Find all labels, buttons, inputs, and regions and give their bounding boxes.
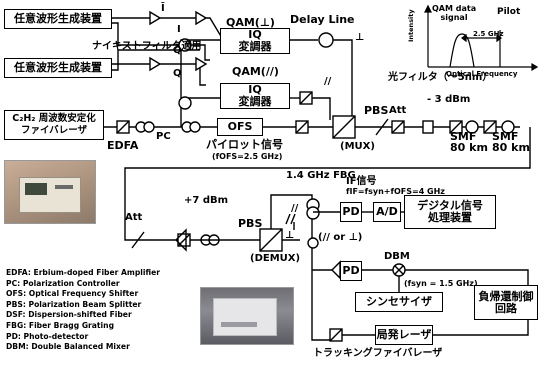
legend-item: DSF: Dispersion-shifted Fiber: [6, 310, 160, 321]
pd-box-2: PD: [340, 261, 362, 281]
abbreviation-legend: EDFA: Erbium-doped Fiber Amplifier PC: P…: [6, 268, 160, 353]
par-mark-top: //: [324, 76, 331, 87]
qbar-label: Q̄: [173, 45, 182, 56]
pbs-mux-label: PBS: [364, 105, 388, 116]
qam-perp-label: QAM(⊥): [226, 17, 275, 28]
fofs-label: (fOFS=2.5 GHz): [212, 152, 282, 161]
qam-par-label: QAM(//): [232, 66, 279, 77]
legend-item: DBM: Double Balanced Mixer: [6, 342, 160, 353]
smf-span-2: SMF 80 km: [492, 131, 530, 153]
feedback-control-box: 負帰還制御 回路: [474, 285, 538, 320]
att-label-bottom: Att: [125, 212, 142, 223]
tracking-laser-label: トラッキングファイバレーザ: [313, 348, 442, 359]
pol-choice-label: (// or ⊥): [318, 232, 362, 243]
synthesizer-box: シンセサイザ: [355, 292, 443, 312]
local-oscillator-laser-box: 局発レーザ: [375, 325, 433, 345]
edfa-label-top: EDFA: [107, 140, 138, 151]
spectrum-qam-label: QAM data signal: [432, 4, 476, 22]
legend-item: PD: Photo-detector: [6, 332, 160, 343]
perp-mark-top: ⊥: [355, 32, 364, 43]
pd-box-1: PD: [340, 202, 362, 222]
delay-line-label: Delay Line: [290, 14, 355, 25]
spectrum-xaxis-label: Optical Frequency: [446, 70, 517, 79]
ad-converter-box: A/D: [373, 202, 401, 222]
ibar-label: Ī: [161, 3, 165, 14]
spectrum-pilot-label: Pilot: [497, 8, 520, 17]
q-label: Q: [173, 68, 182, 79]
att-label-top: Att: [389, 105, 406, 116]
perp-mark-bottom: ⊥: [285, 230, 294, 241]
digital-signal-processor-box: デジタル信号 処理装置: [404, 195, 496, 229]
legend-item: EDFA: Erbium-doped Fiber Amplifier: [6, 268, 160, 279]
spectrum-spacing-label: 2.5 GHz: [473, 30, 504, 39]
legend-item: OFS: Optical Frequency Shifter: [6, 289, 160, 300]
dbm-label: DBM: [384, 251, 410, 262]
nyquist-label: ナイキストフィルタ適用: [92, 41, 202, 52]
mux-label: (MUX): [340, 141, 375, 152]
legend-item: PC: Polarization Controller: [6, 279, 160, 290]
legend-item: PBS: Polarization Beam Splitter: [6, 300, 160, 311]
pilot-label: パイロット信号: [206, 139, 283, 150]
tracking-laser-equipment-photo: [200, 287, 294, 345]
iq-modulator-1: IQ 変調器: [220, 28, 290, 54]
legend-item: FBG: Fiber Bragg Grating: [6, 321, 160, 332]
pc-label: PC: [156, 131, 171, 142]
ofs-box: OFS: [217, 118, 263, 136]
iq-modulator-2: IQ 変調器: [220, 83, 290, 109]
smf-span-1: SMF 80 km: [450, 131, 488, 153]
if-signal-label: IF信号: [346, 176, 377, 187]
par-mark-bottom: //: [291, 203, 298, 214]
plus7-dbm-label: +7 dBm: [184, 195, 228, 206]
pbs-demux-label: PBS: [238, 218, 262, 229]
awg-box-2: 任意波形生成装置: [4, 58, 112, 78]
minus3-dbm-label: - 3 dBm: [427, 94, 470, 105]
i-label: I: [177, 24, 181, 35]
awg-box-1: 任意波形生成装置: [4, 9, 112, 29]
demux-label: (DEMUX): [250, 253, 300, 264]
laser-equipment-photo: [4, 160, 96, 224]
fsyn-label: (fsyn = 1.5 GHz): [404, 279, 478, 288]
spectrum-yaxis-label: Intensity: [407, 9, 416, 42]
stabilized-laser-box: C₂H₂ 周波数安定化 ファイバレーザ: [4, 110, 104, 140]
